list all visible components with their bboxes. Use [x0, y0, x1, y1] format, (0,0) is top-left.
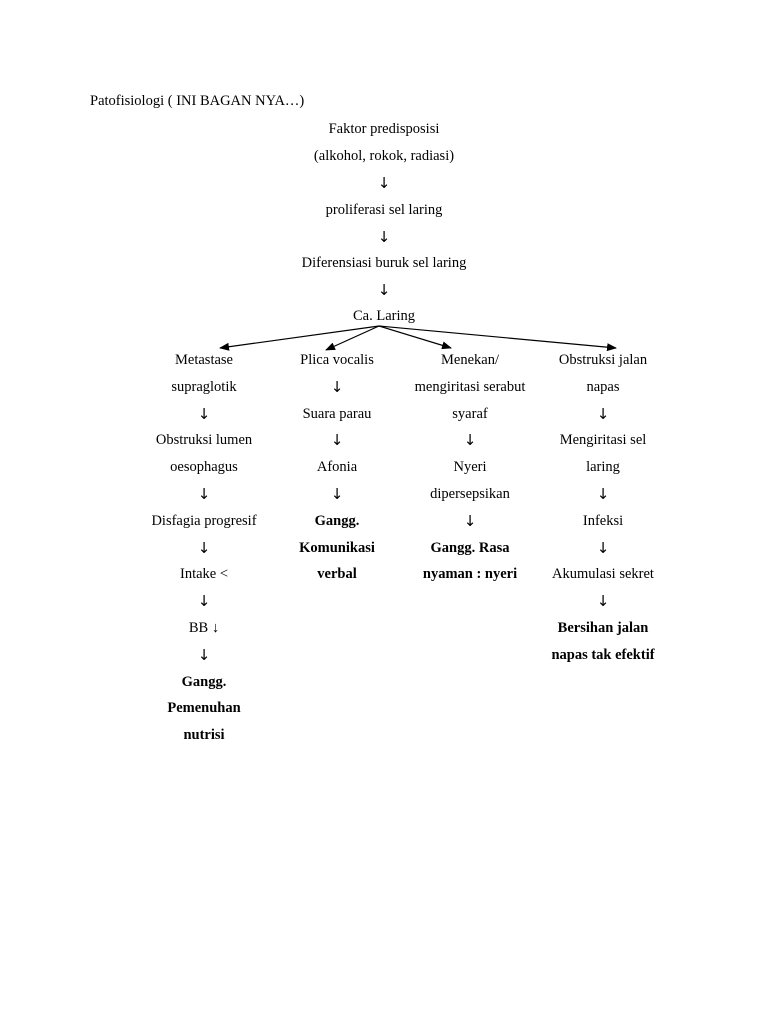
flow-step-proliferation: proliferasi sel laring: [325, 202, 443, 218]
branch-arrow-1: [219, 325, 380, 351]
predisposing-factor-detail: (alkohol, rokok, radiasi): [313, 148, 455, 164]
branch-airway-step: Infeksi: [582, 512, 624, 529]
branch-communication-diagnosis: verbal: [317, 566, 357, 583]
branch-pain-diagnosis: nyaman : nyeri: [422, 566, 518, 583]
branch-nutrition-diagnosis: Gangg.: [181, 673, 227, 690]
branch-nutrition-step: Obstruksi lumen: [155, 432, 253, 449]
flow-arrow-down: ↓: [596, 538, 610, 557]
flow-arrow-down: ↓: [330, 377, 344, 396]
branch-airway-step: Akumulasi sekret: [552, 566, 654, 583]
branch-pain-step: dipersepsikan: [430, 486, 510, 502]
branch-nutrition-step: oesophagus: [170, 459, 238, 476]
flow-arrow-down: ↓: [330, 485, 344, 503]
branch-communication-step: Plica vocalis: [300, 352, 374, 368]
branch-airway-step: Mengiritasi sel: [559, 432, 647, 449]
branch-nutrition-step: BB ↓: [188, 620, 220, 636]
branch-nutrition-step: Metastase: [175, 352, 233, 368]
flow-arrow-down: ↓: [463, 511, 477, 530]
branch-communication-step: Afonia: [316, 459, 358, 476]
flow-arrow-down: ↓: [377, 228, 391, 246]
predisposing-factor-title: Faktor predisposisi: [328, 121, 440, 137]
flow-arrow-down: ↓: [197, 485, 211, 503]
flow-arrow-down: ↓: [463, 431, 477, 450]
branch-pain-step: Nyeri: [453, 459, 487, 476]
flow-arrow-down: ↓: [377, 281, 391, 299]
branch-pain-step: Menekan/: [441, 352, 499, 368]
branch-nutrition-diagnosis: nutrisi: [183, 727, 225, 744]
branch-airway-step: laring: [586, 459, 620, 476]
flow-arrow-down: ↓: [596, 485, 610, 503]
branch-airway-diagnosis: napas tak efektif: [551, 646, 655, 663]
branch-communication-diagnosis: Komunikasi: [299, 539, 375, 556]
branch-pain-step: mengiritasi serabut: [414, 378, 526, 395]
flow-arrow-down: ↓: [330, 431, 344, 450]
branch-nutrition-diagnosis: Pemenuhan: [167, 700, 241, 717]
flow-arrow-down: ↓: [197, 592, 211, 611]
flow-arrow-down: ↓: [377, 174, 391, 192]
flow-arrow-down: ↓: [596, 404, 610, 423]
branch-communication-step: Suara parau: [302, 405, 372, 422]
flow-step-differentiation: Diferensiasi buruk sel laring: [301, 255, 467, 271]
document-title: Patofisiologi ( INI BAGAN NYA…): [90, 93, 305, 109]
branch-nutrition-step: supraglotik: [171, 378, 237, 395]
flow-arrow-down: ↓: [197, 538, 211, 557]
flow-root-ca-laring: Ca. Laring: [352, 308, 416, 324]
flow-arrow-down: ↓: [197, 645, 211, 664]
branch-arrow-4: [378, 325, 617, 352]
branch-airway-step: Obstruksi jalan: [558, 352, 648, 368]
branch-communication-diagnosis: Gangg.: [314, 512, 360, 529]
branch-arrow-2: [325, 325, 380, 351]
branch-nutrition-step: Disfagia progresif: [151, 512, 257, 529]
flow-arrow-down: ↓: [596, 592, 610, 611]
branch-pain-diagnosis: Gangg. Rasa: [430, 539, 510, 556]
branch-arrow-3: [378, 325, 452, 350]
branch-nutrition-step: Intake <: [179, 566, 229, 583]
branch-pain-step: syaraf: [452, 405, 488, 422]
branch-airway-diagnosis: Bersihan jalan: [557, 620, 649, 636]
branch-airway-step: napas: [586, 378, 620, 395]
flow-arrow-down: ↓: [197, 404, 211, 423]
